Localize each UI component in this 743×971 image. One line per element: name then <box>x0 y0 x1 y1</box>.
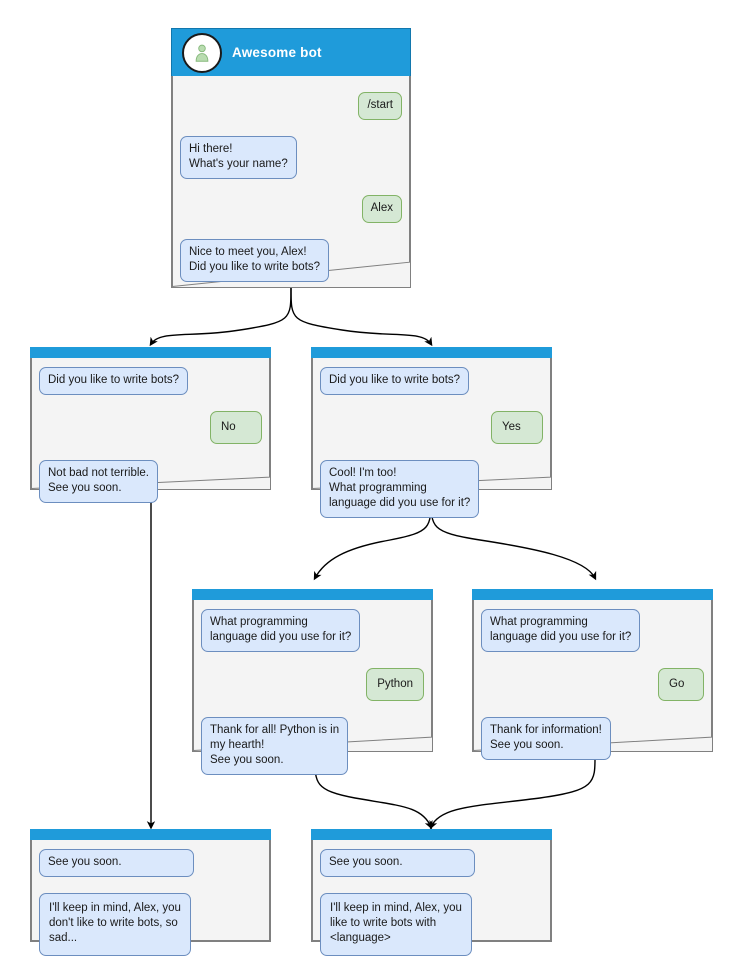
message-row: Alex <box>180 195 402 223</box>
message-row: Thank for all! Python is in my hearth! S… <box>201 717 424 775</box>
message-row: See you soon. <box>39 849 262 877</box>
message-row: Python <box>201 668 424 701</box>
python-branch-card[interactable]: What programming language did you use fo… <box>192 589 433 775</box>
bot-message-bubble: What programming language did you use fo… <box>481 609 641 652</box>
bot-message-bubble: I'll keep in mind, Alex, you don't like … <box>39 893 191 956</box>
message-row: Go <box>481 668 704 701</box>
user-message-bubble: /start <box>358 92 402 120</box>
user-message-bubble: Go <box>658 668 704 701</box>
end-happy-card-body: See you soon. I'll keep in mind, Alex, y… <box>311 840 552 956</box>
message-row: /start <box>180 92 402 120</box>
python-branch-card-header <box>192 589 433 600</box>
connector-go-to-end-happy <box>429 750 596 830</box>
no-branch-card-body: Did you like to write bots? No Not bad n… <box>30 358 271 503</box>
connector-start-to-yes <box>290 287 433 347</box>
bot-message-bubble: Thank for information! See you soon. <box>481 717 611 760</box>
message-row: Did you like to write bots? <box>320 367 543 395</box>
yes-branch-card-header <box>311 347 552 358</box>
bot-message-bubble: See you soon. <box>39 849 194 877</box>
person-icon <box>195 44 209 62</box>
bot-title: Awesome bot <box>232 45 322 60</box>
message-row: I'll keep in mind, Alex, you don't like … <box>39 893 262 956</box>
yes-branch-card-body: Did you like to write bots? Yes Cool! I'… <box>311 358 552 518</box>
message-row: Hi there! What's your name? <box>180 136 402 179</box>
connector-start-to-no <box>149 287 292 347</box>
message-row: What programming language did you use fo… <box>481 609 704 652</box>
start-card-body: /start Hi there! What's your name? Alex … <box>171 76 411 282</box>
no-branch-card-header <box>30 347 271 358</box>
bot-avatar <box>182 32 222 73</box>
bot-message-bubble: Thank for all! Python is in my hearth! S… <box>201 717 349 775</box>
user-message-bubble: No <box>210 411 262 444</box>
go-branch-card-body: What programming language did you use fo… <box>472 600 713 760</box>
message-row: No <box>39 411 262 444</box>
bot-message-bubble: Did you like to write bots? <box>39 367 189 395</box>
bot-message-bubble: I'll keep in mind, Alex, you like to wri… <box>320 893 472 956</box>
message-row: Nice to meet you, Alex! Did you like to … <box>180 239 402 282</box>
end-happy-card[interactable]: See you soon. I'll keep in mind, Alex, y… <box>311 829 552 956</box>
go-branch-card-header <box>472 589 713 600</box>
message-row: What programming language did you use fo… <box>201 609 424 652</box>
user-message-bubble: Alex <box>361 195 402 223</box>
bot-message-bubble: Nice to meet you, Alex! Did you like to … <box>180 239 330 282</box>
bot-message-bubble: Cool! I'm too! What programming language… <box>320 460 480 518</box>
start-card[interactable]: Awesome bot /start Hi there! What's your… <box>171 28 411 288</box>
message-row: Cool! I'm too! What programming language… <box>320 460 543 518</box>
user-message-bubble: Yes <box>491 411 543 444</box>
bot-message-bubble: Not bad not terrible. See you soon. <box>39 460 159 503</box>
end-happy-card-header <box>311 829 552 840</box>
end-sad-card-header <box>30 829 271 840</box>
message-row: Not bad not terrible. See you soon. <box>39 460 262 503</box>
go-branch-card[interactable]: What programming language did you use fo… <box>472 589 713 760</box>
message-row: Thank for information! See you soon. <box>481 717 704 760</box>
message-row: See you soon. <box>320 849 543 877</box>
bot-message-bubble: What programming language did you use fo… <box>201 609 361 652</box>
bot-message-bubble: Hi there! What's your name? <box>180 136 297 179</box>
end-sad-card[interactable]: See you soon. I'll keep in mind, Alex, y… <box>30 829 271 956</box>
bot-message-bubble: Did you like to write bots? <box>320 367 470 395</box>
message-row: I'll keep in mind, Alex, you like to wri… <box>320 893 543 956</box>
message-row: Yes <box>320 411 543 444</box>
message-row: Did you like to write bots? <box>39 367 262 395</box>
python-branch-card-body: What programming language did you use fo… <box>192 600 433 775</box>
yes-branch-card[interactable]: Did you like to write bots? Yes Cool! I'… <box>311 347 552 518</box>
start-card-header: Awesome bot <box>171 28 411 76</box>
end-sad-card-body: See you soon. I'll keep in mind, Alex, y… <box>30 840 271 956</box>
bot-message-bubble: See you soon. <box>320 849 475 877</box>
no-branch-card[interactable]: Did you like to write bots? No Not bad n… <box>30 347 271 503</box>
user-message-bubble: Python <box>366 668 424 701</box>
